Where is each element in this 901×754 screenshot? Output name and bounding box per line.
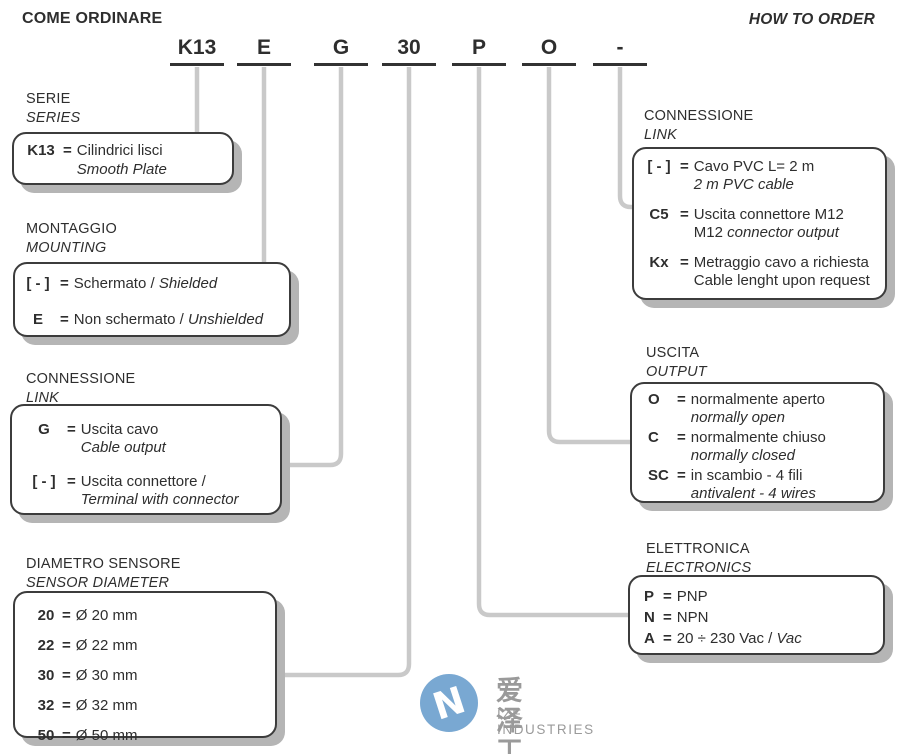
page-title-english: HOW TO ORDER: [748, 11, 875, 28]
option-row: E = Non schermato / Unshielded: [32, 311, 264, 328]
label-serie: SERIE SERIES: [26, 91, 81, 126]
code-segment-series: K13: [170, 36, 224, 66]
code-segment-mounting: E: [237, 36, 291, 66]
code-segment-output: O: [522, 36, 576, 66]
option-row: 50 = Ø 50 mm: [37, 726, 138, 744]
box-serie: K13 = Cilindrici lisci Smooth Plate: [12, 132, 234, 185]
option-row: O = normalmente aperto normally open: [648, 391, 826, 426]
label-diametro: DIAMETRO SENSORE SENSOR DIAMETER: [26, 556, 181, 591]
watermark-company-name: IZE INDUSTRIES: [497, 707, 595, 737]
box-elettronica: P = PNP N = NPN A = 20 ÷ 230 Vac / Vac: [628, 575, 885, 655]
code-segment-electronics: P: [452, 36, 506, 66]
option-row: C5 = Uscita connettore M12 M12 connector…: [649, 206, 844, 241]
connector-30: [279, 67, 412, 678]
connector-g: [286, 67, 344, 468]
code-segment-link: G: [314, 36, 368, 66]
box-connessione-uscita: [ - ] = Cavo PVC L= 2 m 2 m PVC cable C5…: [632, 147, 887, 300]
option-row: [ - ] = Uscita connettore / Terminal wit…: [32, 473, 239, 508]
option-row: [ - ] = Schermato / Shielded: [26, 275, 218, 292]
option-row: P = PNP: [644, 588, 708, 605]
box-uscita: O = normalmente aperto normally open C =…: [630, 382, 885, 503]
label-connessione-uscita: CONNESSIONE LINK: [644, 108, 754, 143]
code-segment-diameter: 30: [382, 36, 436, 66]
option-row: C = normalmente chiuso normally closed: [648, 429, 826, 464]
option-row: 32 = Ø 32 mm: [37, 696, 138, 714]
watermark-chinese-text: 爱泽工业: [496, 676, 525, 754]
label-montaggio: MONTAGGIO MOUNTING: [26, 221, 117, 256]
box-montaggio: [ - ] = Schermato / Shielded E = Non sch…: [13, 262, 291, 337]
connector-dash: [617, 67, 636, 210]
option-row: 30 = Ø 30 mm: [37, 666, 138, 684]
option-row: N = NPN: [644, 609, 709, 626]
connector-o: [546, 67, 634, 445]
page-title-italian: COME ORDINARE: [22, 10, 163, 27]
box-connessione-cavo: G = Uscita cavo Cable output [ - ] = Usc…: [10, 404, 282, 515]
ize-logo-icon: N: [420, 674, 478, 732]
option-row: K13 = Cilindrici lisci Smooth Plate: [27, 142, 167, 178]
label-elettronica: ELETTRONICA ELECTRONICS: [646, 541, 752, 576]
option-row: SC = in scambio - 4 fili antivalent - 4 …: [648, 467, 816, 502]
label-uscita: USCITA OUTPUT: [646, 345, 707, 380]
connector-p: [476, 67, 632, 618]
code-segment-cable: -: [593, 36, 647, 66]
box-diametro: 20 = Ø 20 mm 22 = Ø 22 mm 30 = Ø 30 mm 3…: [13, 591, 277, 744]
label-connessione-cavo: CONNESSIONE LINK: [26, 371, 136, 406]
option-row: 22 = Ø 22 mm: [37, 636, 138, 654]
option-row: A = 20 ÷ 230 Vac / Vac: [644, 630, 802, 647]
option-row: [ - ] = Cavo PVC L= 2 m 2 m PVC cable: [647, 158, 815, 193]
option-row: 20 = Ø 20 mm: [37, 606, 138, 624]
option-row: G = Uscita cavo Cable output: [38, 421, 166, 456]
option-row: Kx = Metraggio cavo a richiesta Cable le…: [649, 254, 870, 289]
